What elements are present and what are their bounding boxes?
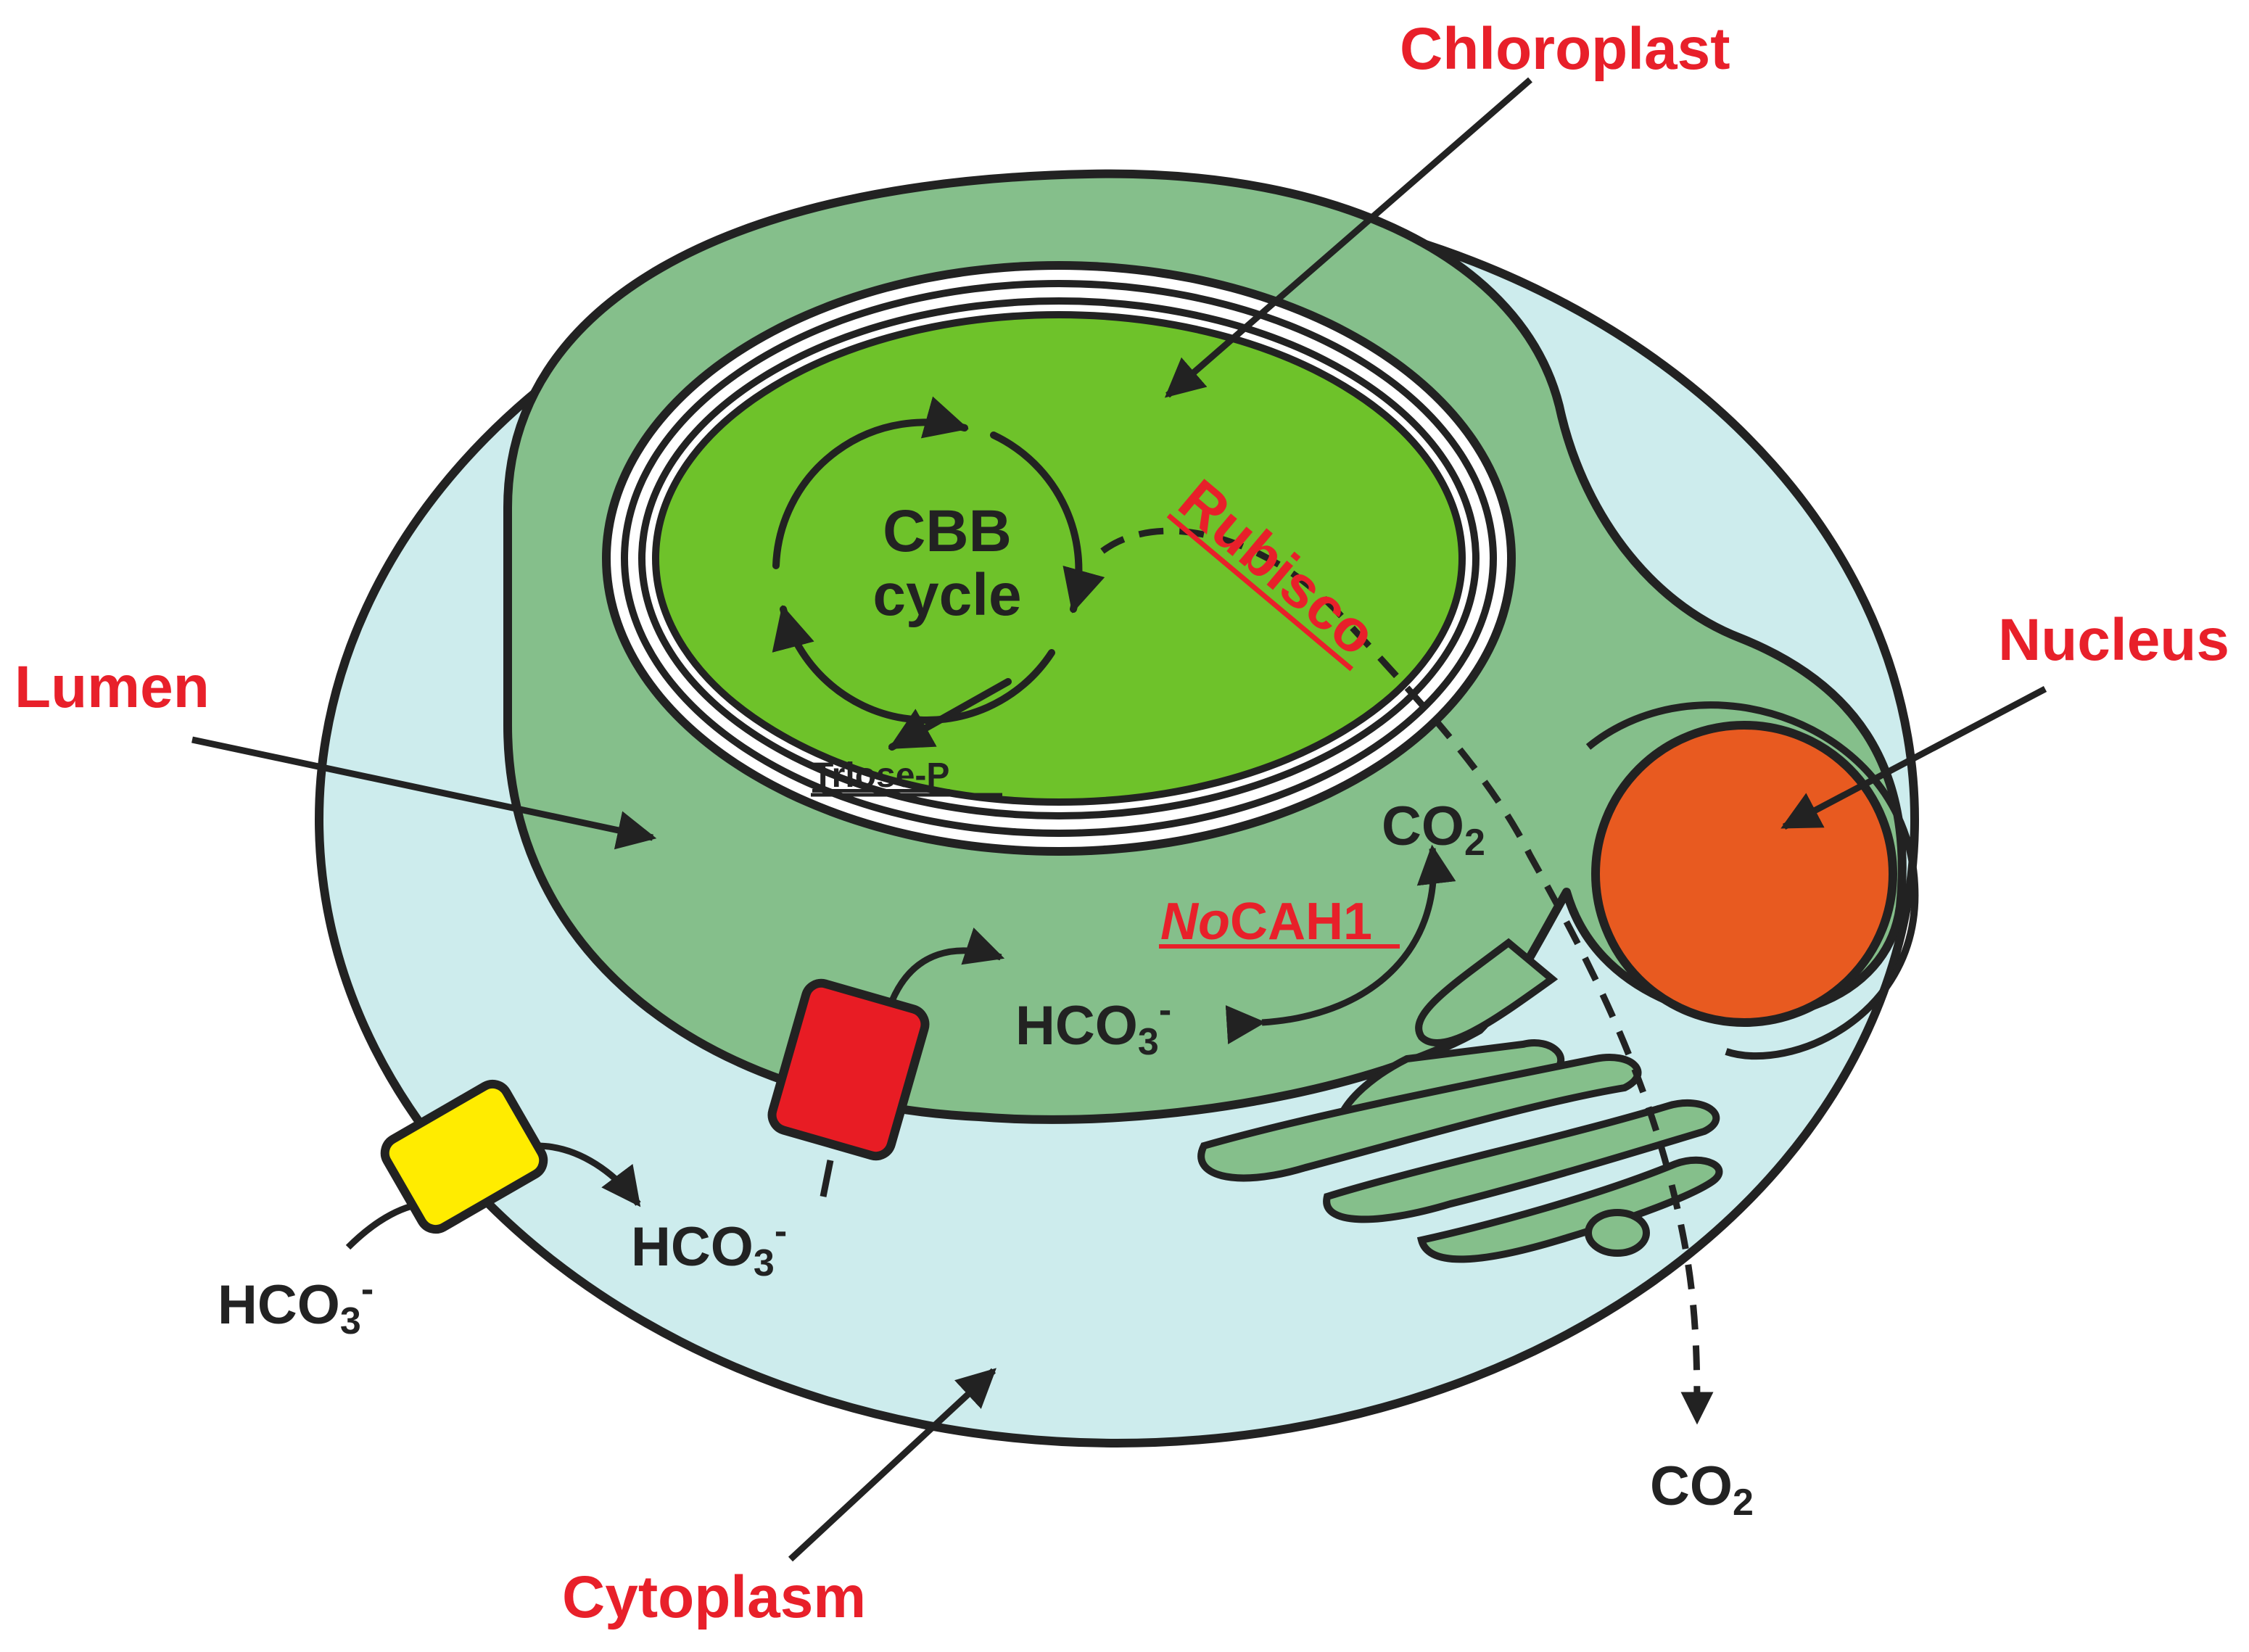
hco3-lumen-base: HCO xyxy=(1015,995,1138,1057)
label-nocah1-rest: CAH1 xyxy=(1230,893,1372,951)
co2-outer-base: CO xyxy=(1650,1455,1733,1517)
co2-inner-sub: 2 xyxy=(1464,822,1485,864)
label-chloroplast: Chloroplast xyxy=(1400,16,1730,82)
hco3-lumen-sub: 3 xyxy=(1138,1021,1159,1063)
nuclear-envelope xyxy=(1585,701,1919,1060)
label-hco3-cytoplasm: HCO3- xyxy=(631,1210,787,1284)
hco3-out-sub: 3 xyxy=(340,1300,361,1342)
hco3-out-base: HCO xyxy=(218,1274,340,1336)
label-hco3-outside: HCO3- xyxy=(218,1268,374,1342)
hco3-cyto-sub: 3 xyxy=(754,1242,775,1284)
label-cycle: cycle xyxy=(872,562,1021,628)
co2-diffusion-path xyxy=(1100,527,1714,1425)
hco3-out-sup: - xyxy=(361,1268,374,1310)
label-cbb: CBB xyxy=(883,498,1012,564)
pointer-arrows xyxy=(191,77,2047,1562)
hco3-cyto-sup: - xyxy=(775,1210,787,1252)
cbb-cycle-arrows xyxy=(772,396,1105,751)
label-triose-p: Triose-P xyxy=(812,756,949,795)
chloroplast xyxy=(602,261,1516,856)
hco3-cyto-base: HCO xyxy=(631,1216,754,1278)
label-co2-inner: CO2 xyxy=(1382,796,1485,864)
co2-inner-base: CO xyxy=(1382,796,1464,857)
label-cytoplasm: Cytoplasm xyxy=(562,1564,866,1630)
nucleus xyxy=(1591,721,1897,1027)
hco3-lumen-sup: - xyxy=(1159,989,1171,1031)
er-cisternae xyxy=(1197,938,1723,1263)
nocah1-conversion-arrow xyxy=(1225,844,1456,1045)
label-lumen: Lumen xyxy=(15,654,210,720)
red-transporter xyxy=(767,928,1005,1197)
label-nocah1-italic: No xyxy=(1160,893,1230,951)
yellow-transporter xyxy=(345,1079,641,1250)
label-nucleus: Nucleus xyxy=(1998,607,2229,673)
label-hco3-lumen: HCO3- xyxy=(1015,989,1171,1063)
label-nocah1: NoCAH1 xyxy=(1160,893,1372,951)
co2-outer-sub: 2 xyxy=(1733,1482,1754,1524)
label-co2-outer: CO2 xyxy=(1650,1455,1754,1524)
